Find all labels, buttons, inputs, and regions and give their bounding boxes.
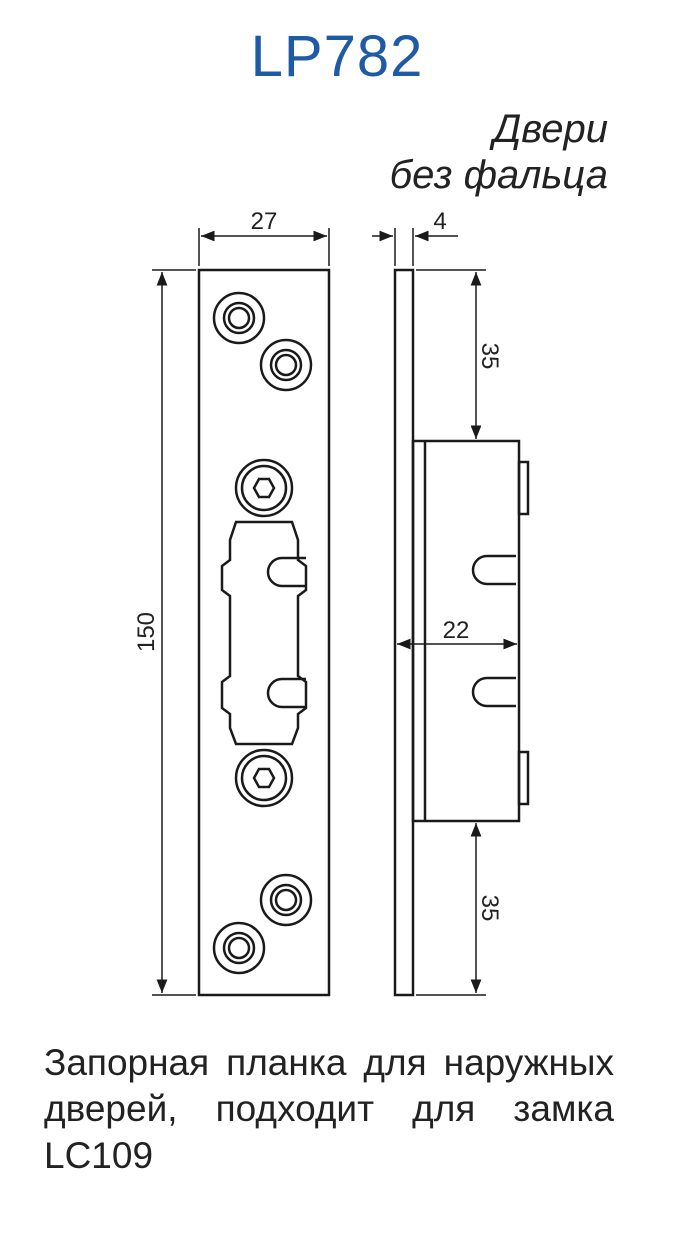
- dim-overall-height: 150: [133, 612, 160, 652]
- product-title: LP782: [250, 24, 424, 89]
- latch-slot-upper: [266, 556, 306, 588]
- dim-top-offset: 35: [476, 343, 503, 370]
- screw-hole-bottom-1: [259, 873, 313, 927]
- dim-plate-width: 27: [251, 208, 278, 235]
- strike-plate-front: [197, 268, 331, 997]
- strike-plate-side: [393, 268, 415, 997]
- screw-hole-top-2: [259, 338, 313, 392]
- door-type-line-2: без фальца: [389, 153, 608, 197]
- door-type-line-1: Двери: [493, 107, 608, 151]
- side-slot-upper: [471, 554, 516, 586]
- door-type-label: Двери без фальца: [390, 106, 608, 198]
- product-description: Запорная планка для наружных дверей, под…: [44, 1042, 614, 1176]
- screw-hole-top-1: [212, 291, 266, 345]
- housing-tab-bottom: [517, 750, 530, 806]
- side-slot-lower: [471, 676, 516, 708]
- hex-screw-bottom: [234, 748, 294, 808]
- dim-bottom-offset: 35: [476, 895, 503, 922]
- latch-opening: [220, 520, 308, 746]
- lock-housing-side: [411, 439, 521, 823]
- latch-slot-lower: [266, 677, 306, 709]
- housing-tab-top: [517, 460, 530, 516]
- hex-screw-top: [234, 458, 294, 518]
- screw-hole-bottom-2: [212, 921, 266, 975]
- dim-depth: 22: [443, 617, 470, 644]
- dim-plate-thickness: 4: [433, 208, 446, 235]
